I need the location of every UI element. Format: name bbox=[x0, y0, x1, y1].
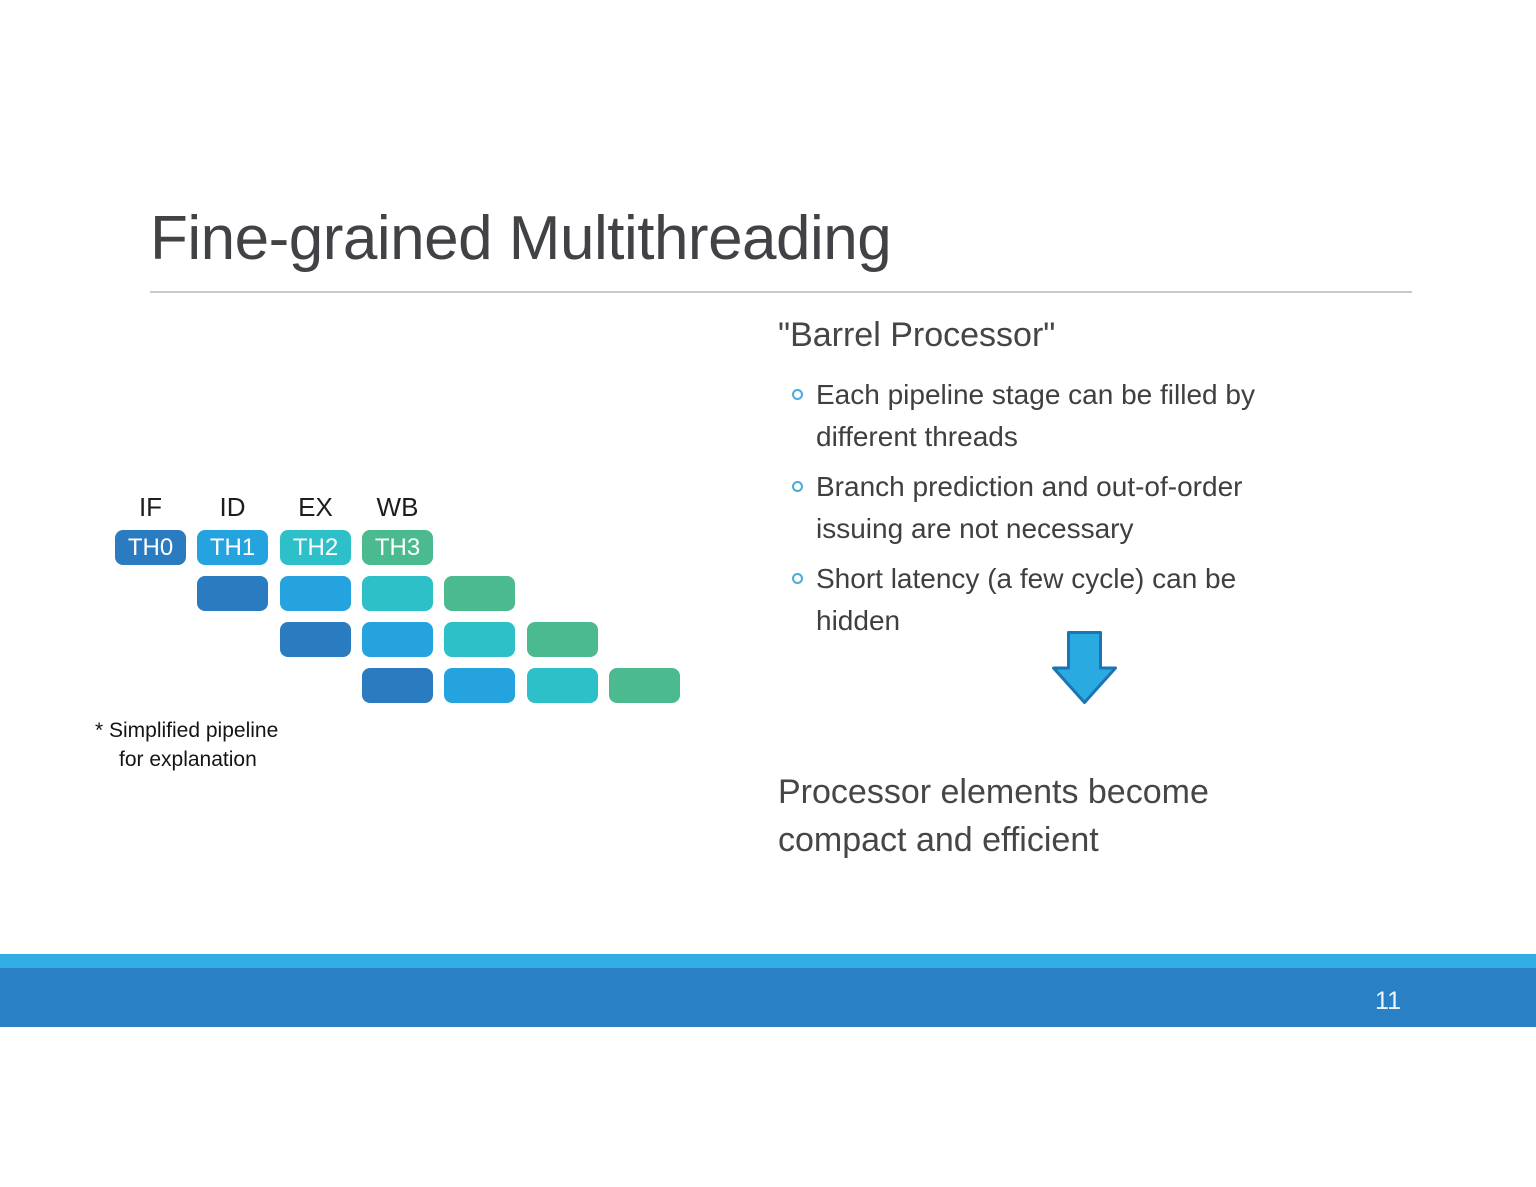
page-number: 11 bbox=[1375, 987, 1401, 1015]
pipeline-block-row2-col5 bbox=[527, 622, 598, 657]
pipeline-block-row3-col3 bbox=[362, 668, 433, 703]
pipeline-block-row0-col2: TH2 bbox=[280, 530, 351, 565]
bullet-text: Each pipeline stage can be filled by diff… bbox=[816, 374, 1255, 458]
pipeline-block-row2-col2 bbox=[280, 622, 351, 657]
bullet-item: Branch prediction and out-of-order issuin… bbox=[792, 466, 1412, 550]
pipeline-block-row1-col3 bbox=[362, 576, 433, 611]
bullet-line: issuing are not necessary bbox=[816, 513, 1134, 544]
pipeline-block-row3-col4 bbox=[444, 668, 515, 703]
bullet-circle-icon bbox=[792, 573, 803, 584]
footnote-line: for explanation bbox=[119, 748, 257, 771]
stage-header-ex: EX bbox=[298, 492, 333, 522]
pipeline-block-row0-col0: TH0 bbox=[115, 530, 186, 565]
footnote-line: * Simplified pipeline bbox=[95, 719, 279, 742]
pipeline-block-row0-col1: TH1 bbox=[197, 530, 268, 565]
bullet-line: hidden bbox=[816, 605, 901, 636]
bullet-list: Each pipeline stage can be filled by diff… bbox=[792, 374, 1412, 650]
bullet-line: Branch prediction and out-of-order bbox=[816, 471, 1243, 502]
stage-header-id: ID bbox=[219, 492, 246, 522]
bullet-line: Short latency (a few cycle) can be bbox=[816, 563, 1237, 594]
stage-header-if: IF bbox=[138, 492, 163, 522]
pipeline-block-row1-col1 bbox=[197, 576, 268, 611]
pipeline-block-row2-col4 bbox=[444, 622, 515, 657]
pipeline-block-row3-col5 bbox=[527, 668, 598, 703]
slide-title: Fine-grained Multithreading bbox=[150, 204, 892, 273]
pipeline-block-row3-col6 bbox=[609, 668, 680, 703]
bullet-text: Short latency (a few cycle) can be hidden bbox=[816, 558, 1236, 642]
stage-header-wb: WB bbox=[376, 492, 419, 522]
conclusion-line: compact and efficient bbox=[778, 821, 1099, 859]
down-arrow-icon bbox=[1052, 631, 1117, 704]
conclusion-text: Processor elements become compact and eff… bbox=[778, 768, 1209, 864]
bullet-line: different threads bbox=[816, 421, 1018, 452]
conclusion-line: Processor elements become bbox=[778, 773, 1209, 811]
pipeline-block-row0-col3: TH3 bbox=[362, 530, 433, 565]
footer-accent-stripe bbox=[0, 954, 1536, 968]
bullet-item: Short latency (a few cycle) can be hidden bbox=[792, 558, 1412, 642]
bullet-text: Branch prediction and out-of-order issuin… bbox=[816, 466, 1242, 550]
bullet-circle-icon bbox=[792, 389, 803, 400]
pipeline-block-row2-col3 bbox=[362, 622, 433, 657]
bullet-circle-icon bbox=[792, 481, 803, 492]
pipeline-block-row1-col2 bbox=[280, 576, 351, 611]
title-divider bbox=[150, 291, 1412, 293]
pipeline-diagram: IF ID EX WB TH0 TH1 TH2 TH3 bbox=[115, 492, 725, 707]
pipeline-block-row1-col4 bbox=[444, 576, 515, 611]
bullet-item: Each pipeline stage can be filled by diff… bbox=[792, 374, 1412, 458]
diagram-footnote: * Simplified pipeline for explanation bbox=[95, 716, 278, 774]
bullet-line: Each pipeline stage can be filled by bbox=[816, 379, 1255, 410]
barrel-processor-heading: "Barrel Processor" bbox=[778, 316, 1056, 354]
footer-bar bbox=[0, 968, 1536, 1027]
